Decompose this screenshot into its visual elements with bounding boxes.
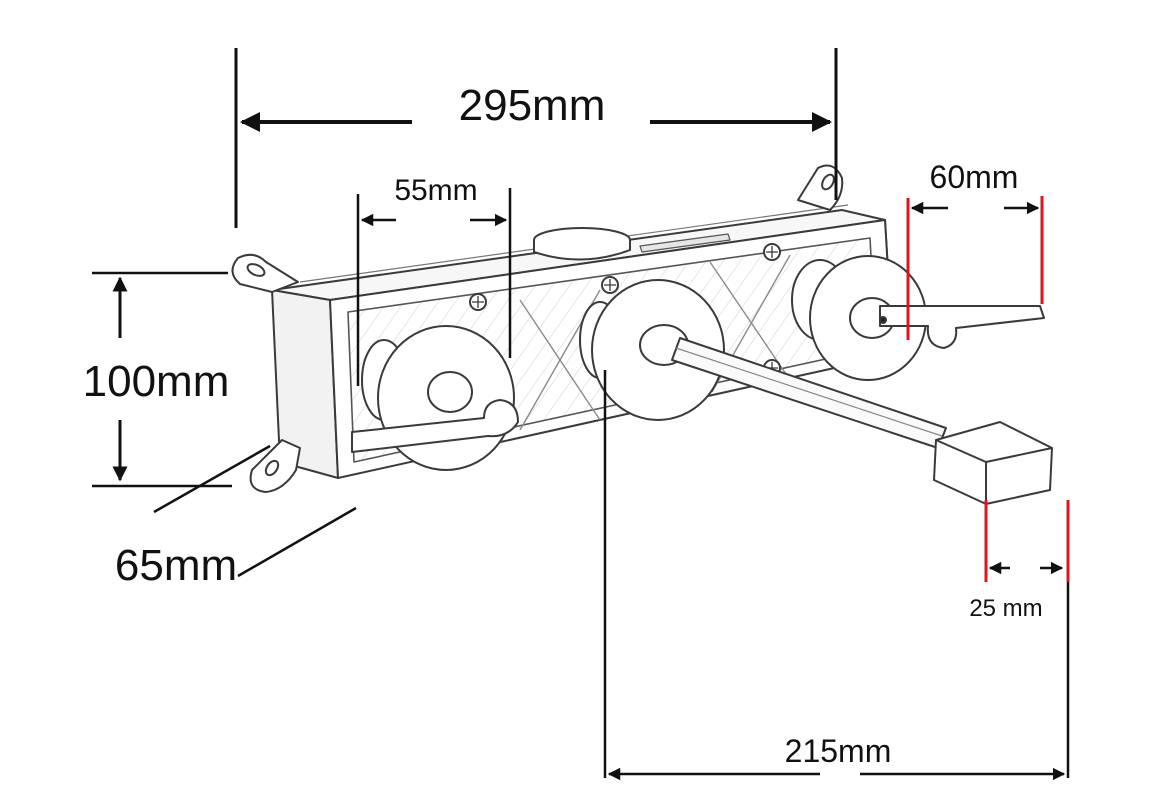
top-outlet — [533, 227, 631, 261]
left-lever-handle — [351, 399, 519, 453]
label-height: 100mm — [83, 357, 230, 406]
red-reference-lines — [906, 196, 1070, 582]
label-overall-width: 295mm — [459, 81, 606, 130]
screw-icon — [469, 293, 487, 311]
dimension-lines — [92, 48, 1070, 781]
right-valve-knob — [791, 255, 1045, 381]
mount-tab-icon — [231, 253, 299, 293]
valve-body-sketch — [231, 164, 1053, 505]
left-valve-knob — [351, 325, 519, 471]
mount-tab-icon — [797, 164, 844, 211]
spout-arm — [671, 337, 1053, 505]
screw-icon — [601, 276, 619, 294]
mount-tab-icon — [249, 439, 301, 493]
screw-icon — [763, 243, 781, 261]
label-depth: 65mm — [115, 541, 237, 590]
label-spout-tip: 25 mm — [969, 595, 1042, 622]
label-knob-spacing: 55mm — [394, 174, 477, 207]
right-lever-handle — [879, 305, 1045, 349]
label-spout-projection: 215mm — [785, 733, 892, 769]
label-handle-length: 60mm — [930, 159, 1019, 195]
